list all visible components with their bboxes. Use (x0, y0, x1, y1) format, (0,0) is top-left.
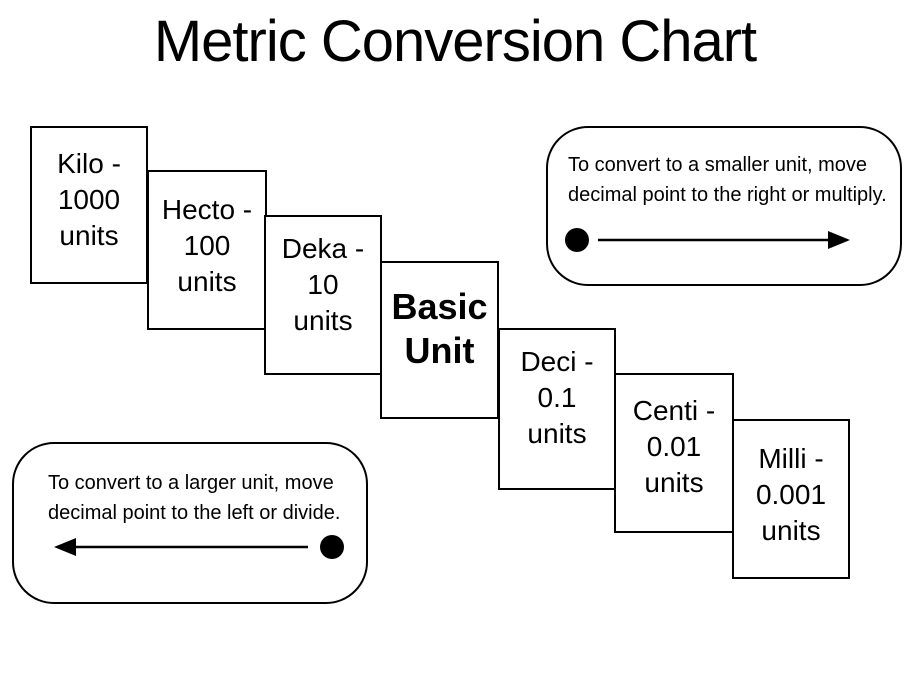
basic-line2: Unit (404, 330, 475, 371)
smaller-note-line1: To convert to a smaller unit, move (568, 154, 868, 176)
step-value: 1000 (57, 184, 121, 215)
step-kilo: Kilo - 1000 units (30, 126, 148, 284)
step-unit: units (527, 418, 587, 449)
step-prefix: Deci - (520, 346, 594, 377)
larger-note-line1: To convert to a larger unit, move (48, 472, 334, 494)
step-value: 0.001 (755, 479, 827, 510)
right-arrow-icon (565, 228, 850, 252)
step-deci: Deci - 0.1 units (498, 328, 616, 490)
step-hecto: Hecto - 100 units (147, 170, 267, 330)
step-prefix: Kilo - (57, 148, 121, 179)
step-unit: units (177, 266, 237, 297)
step-prefix: Milli - (758, 443, 824, 474)
step-unit: units (59, 220, 119, 251)
larger-unit-note: To convert to a larger unit, move decima… (12, 442, 368, 604)
basic-line1: Basic (391, 286, 488, 327)
step-prefix: Deka - (281, 233, 365, 264)
left-arrow-icon (54, 535, 344, 559)
step-value: 10 (307, 269, 339, 300)
larger-note-line2: decimal point to the left or divide. (48, 502, 341, 524)
step-unit: units (761, 515, 821, 546)
smaller-note-line2: decimal point to the right or multiply. (568, 184, 887, 206)
step-unit: units (644, 467, 704, 498)
step-prefix: Centi - (632, 395, 716, 426)
step-unit: units (293, 305, 353, 336)
step-milli: Milli - 0.001 units (732, 419, 850, 579)
step-centi: Centi - 0.01 units (614, 373, 734, 533)
step-deka: Deka - 10 units (264, 215, 382, 375)
step-value: 0.1 (537, 382, 577, 413)
chart-title: Metric Conversion Chart (153, 9, 757, 74)
step-basic-unit: Basic Unit (380, 261, 499, 419)
step-prefix: Hecto - (161, 194, 253, 225)
step-value: 100 (183, 230, 231, 261)
step-value: 0.01 (646, 431, 702, 462)
smaller-unit-note: To convert to a smaller unit, move decim… (546, 126, 902, 286)
